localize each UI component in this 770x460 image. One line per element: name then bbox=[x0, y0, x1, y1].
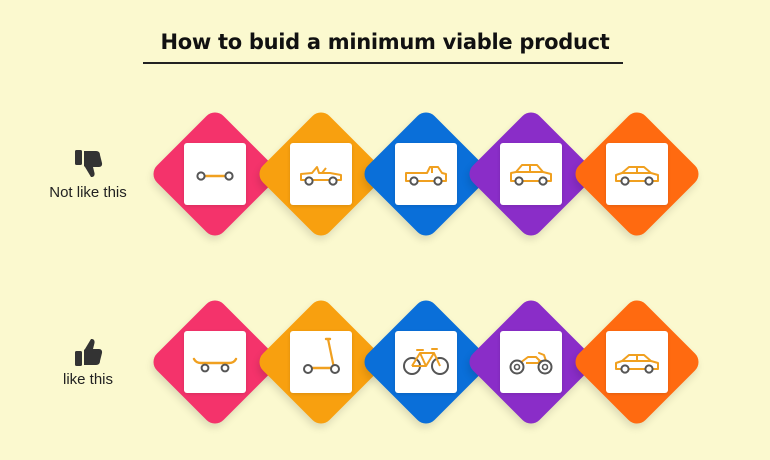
hatchback-car-icon bbox=[510, 164, 552, 186]
open-top-car-icon bbox=[300, 166, 342, 186]
step-card-1-1 bbox=[184, 143, 246, 205]
step-card-2-2 bbox=[290, 331, 352, 393]
step-card-1-2 bbox=[290, 143, 352, 205]
row-label-not-like-this: Not like this bbox=[49, 184, 127, 201]
thumbs-down-icon bbox=[72, 146, 106, 180]
step-card-2-3 bbox=[395, 331, 457, 393]
thumbs-up-icon bbox=[72, 336, 106, 370]
step-card-1-4 bbox=[500, 143, 562, 205]
step-card-2-5 bbox=[606, 331, 668, 393]
sedan-car-icon bbox=[615, 354, 659, 374]
step-card-2-4 bbox=[500, 331, 562, 393]
title-underline bbox=[143, 62, 623, 64]
kick-scooter-icon bbox=[303, 337, 340, 374]
page-title: How to buid a minimum viable product bbox=[160, 30, 610, 54]
step-card-2-1 bbox=[184, 331, 246, 393]
bicycle-icon bbox=[403, 348, 449, 375]
row-label-like-this: like this bbox=[62, 371, 114, 388]
sedan-car-icon bbox=[615, 166, 659, 186]
step-card-1-3 bbox=[395, 143, 457, 205]
axle-wheels-icon bbox=[196, 171, 234, 181]
step-card-1-5 bbox=[606, 143, 668, 205]
pickup-car-icon bbox=[405, 166, 447, 186]
skateboard-icon bbox=[192, 357, 238, 373]
motorcycle-icon bbox=[509, 352, 553, 375]
